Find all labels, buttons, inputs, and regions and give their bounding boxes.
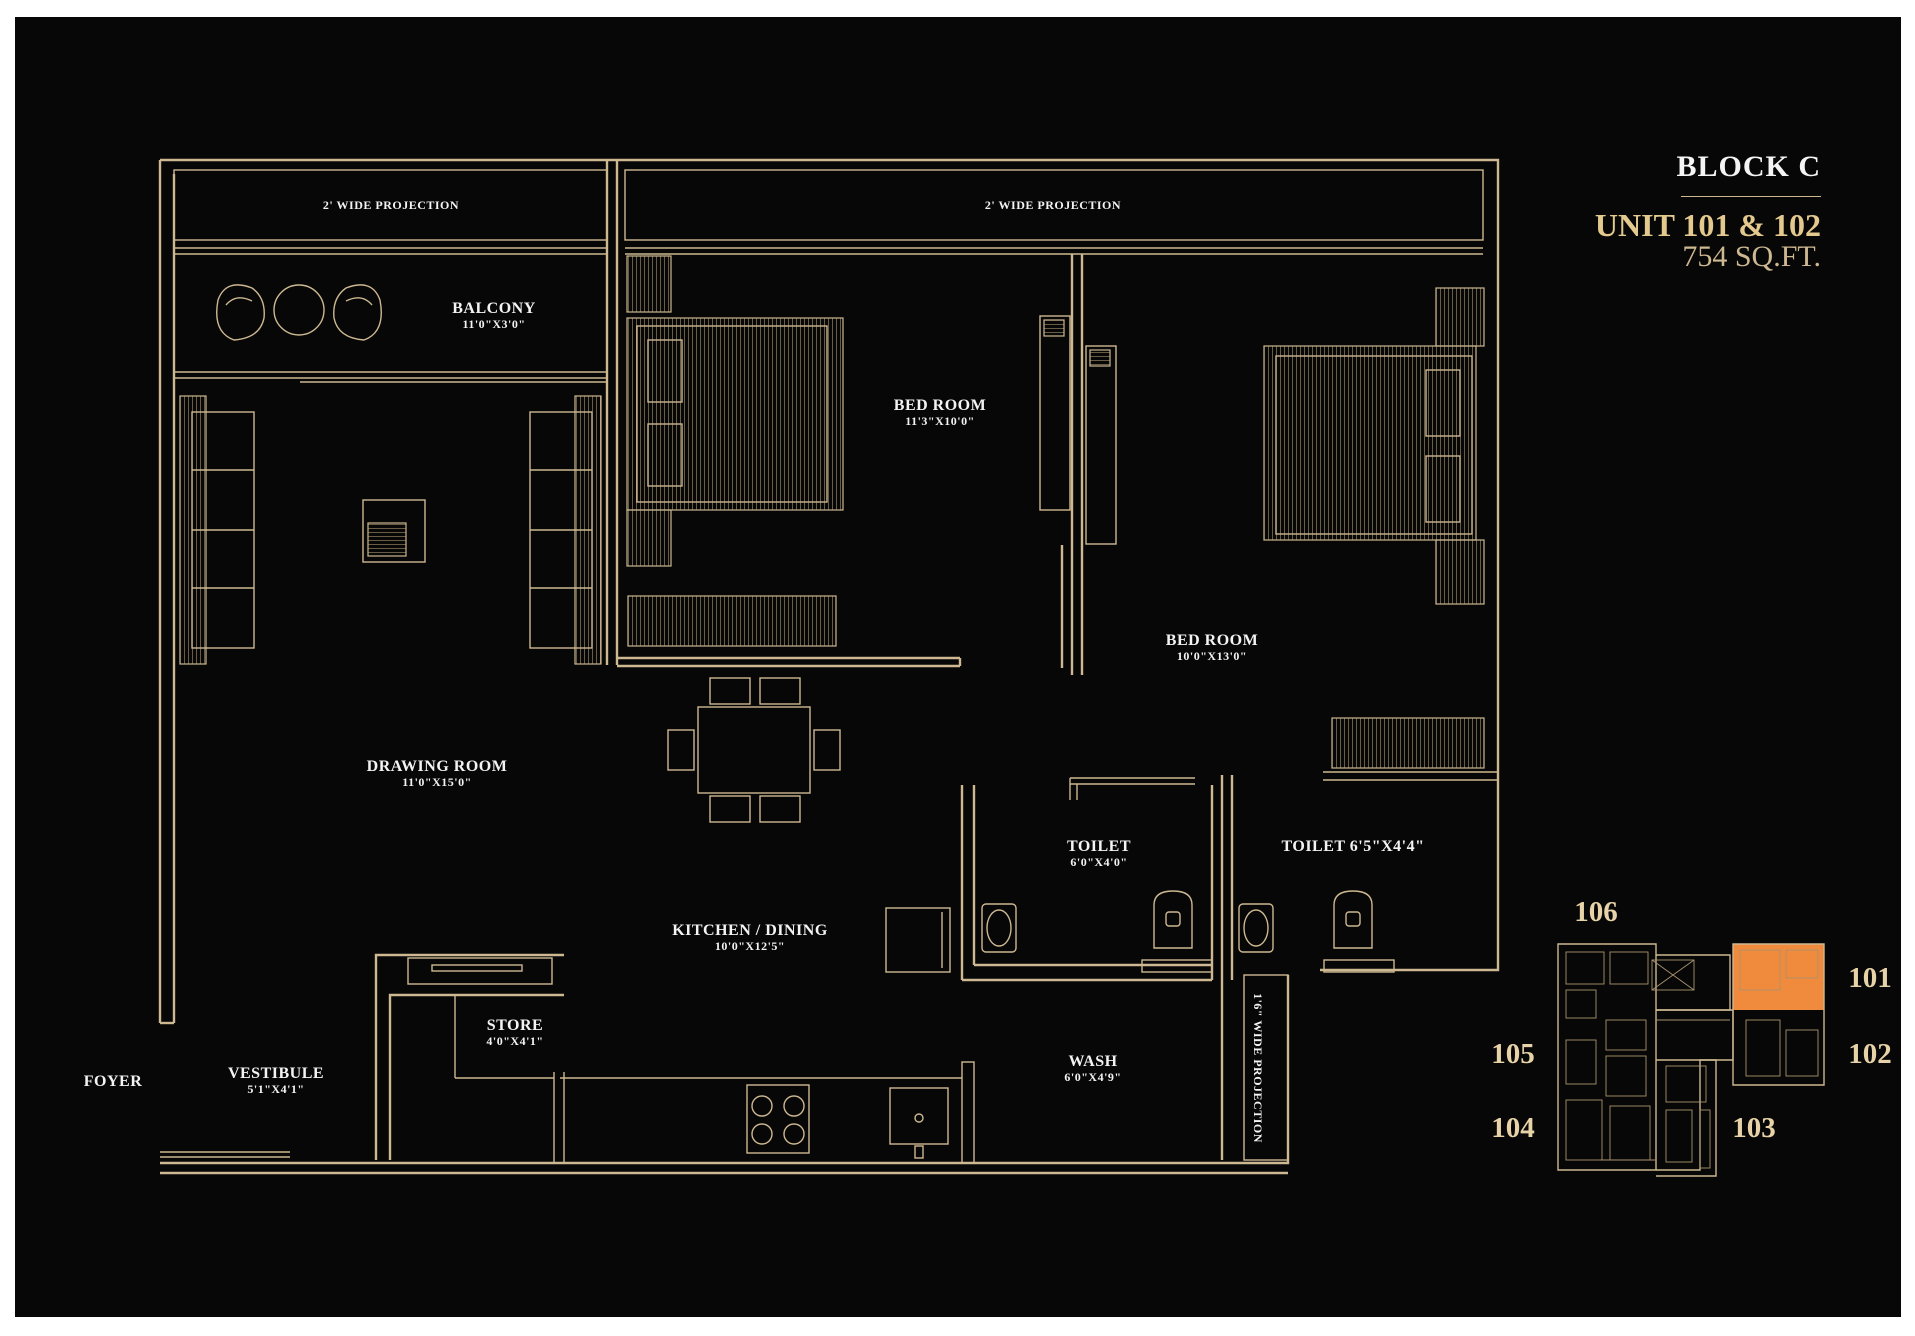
- drawing-room-furniture: [179, 395, 602, 665]
- bedroom-2-label: BED ROOM: [1166, 632, 1258, 649]
- wardrobe-icon: [1331, 717, 1485, 769]
- unit-area: 754 SQ.FT.: [1682, 240, 1821, 273]
- balcony-area: [174, 284, 607, 383]
- balcony-chair-icon: [216, 284, 265, 341]
- balcony-table-icon: [273, 284, 325, 336]
- bedroom-1-size: 11'3"X10'0": [905, 414, 975, 428]
- projection-left-label: 2' WIDE PROJECTION: [323, 198, 459, 212]
- vestibule-label: VESTIBULE: [228, 1065, 324, 1082]
- title-block: BLOCK C UNIT 101 & 102 754 SQ.FT.: [1595, 150, 1821, 273]
- bedroom-1-label: BED ROOM: [894, 397, 986, 414]
- key-plan-unit-105: 105: [1491, 1038, 1535, 1070]
- center-table-icon: [362, 499, 426, 563]
- fridge-icon: [885, 907, 951, 973]
- bedroom-1-furniture: [617, 255, 1071, 668]
- title-divider: [1681, 196, 1821, 197]
- wardrobe-icon: [627, 595, 837, 647]
- vertical-projection-strip: [1243, 974, 1289, 1161]
- wash-basin-icon: [1243, 909, 1269, 947]
- dining-set: [667, 677, 841, 823]
- store-label: STORE: [487, 1017, 543, 1034]
- wash-basin-icon: [986, 909, 1012, 947]
- key-plan-unit-103: 103: [1732, 1112, 1776, 1144]
- toilet-block: [960, 775, 1395, 1160]
- kitchen-fixtures: [553, 907, 975, 1164]
- wash-label: WASH: [1068, 1053, 1117, 1070]
- drawing-room-size: 11'0"X15'0": [402, 775, 472, 789]
- key-plan-unit-102: 102: [1848, 1038, 1892, 1070]
- toilet-seat-icon: [1333, 890, 1373, 949]
- foyer-label: FOYER: [84, 1073, 143, 1090]
- toilet-1-label: TOILET: [1067, 838, 1131, 855]
- key-plan-unit-101: 101: [1848, 962, 1892, 994]
- stove-icon: [746, 1084, 810, 1154]
- store-area: [374, 953, 564, 1160]
- balcony-chair-icon: [333, 284, 382, 341]
- vestibule-size: 5'1"X4'1": [247, 1082, 304, 1096]
- kitchen-label: KITCHEN / DINING: [672, 922, 828, 939]
- balcony-label: BALCONY: [452, 300, 536, 317]
- unit-title: UNIT 101 & 102: [1594, 207, 1821, 243]
- wash-size: 6'0"X4'9": [1064, 1070, 1121, 1084]
- sink-icon: [889, 1087, 949, 1145]
- key-plan: [1557, 943, 1825, 1177]
- toilet-1-size: 6'0"X4'0": [1070, 855, 1127, 869]
- projection-strips: [173, 169, 1484, 255]
- interior-walls: [1060, 254, 1117, 675]
- key-plan-unit-104: 104: [1491, 1112, 1535, 1144]
- projection-right-label: 2' WIDE PROJECTION: [985, 198, 1121, 212]
- dining-table-icon: [697, 706, 811, 794]
- drawing-room-label: DRAWING ROOM: [367, 758, 508, 775]
- balcony-size: 11'0"X3'0": [463, 317, 526, 331]
- bedroom-2-size: 10'0"X13'0": [1177, 649, 1247, 663]
- toilet-seat-icon: [1153, 890, 1193, 949]
- key-plan-unit-106: 106: [1574, 896, 1618, 928]
- bedroom-2-furniture: [1263, 287, 1498, 781]
- projection-vertical-label: 1'6" WIDE PROJECTION: [1251, 993, 1265, 1143]
- store-size: 4'0"X4'1": [486, 1034, 543, 1048]
- toilet-2-label: TOILET 6'5"X4'4": [1282, 838, 1425, 855]
- block-title: BLOCK C: [1676, 150, 1821, 183]
- key-plan-highlight: [1733, 944, 1824, 1010]
- kitchen-size: 10'0"X12'5": [715, 939, 785, 953]
